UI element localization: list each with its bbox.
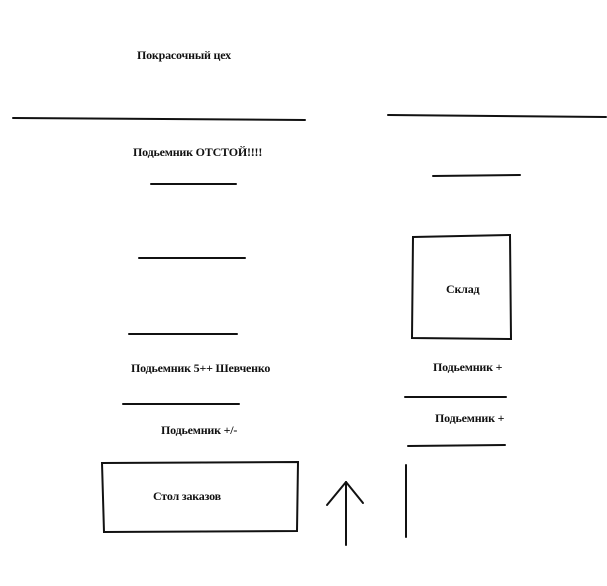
label-order-desk: Стол заказов [153,489,221,503]
arrow-up-icon [326,481,364,546]
label-lift-shevchenko: Подьемник 5++ Шевченко [131,361,271,375]
label-lift-plus-1: Подьемник + [433,360,503,374]
warehouse-box [410,233,513,341]
label-lift-bad: Подьемник ОТСТОЙ!!!! [133,145,263,159]
bay-line-right-3 [407,444,506,447]
bay-line-right-1 [432,174,521,177]
label-paint-shop: Покрасочный цех [137,48,231,62]
label-lift-plus-minus: Подьемник +/- [161,423,238,437]
order-desk-box [100,460,300,534]
wall-line-top-right [387,114,607,118]
wall-line-top-left [12,117,306,121]
label-lift-plus-2: Подьемник + [435,411,505,425]
label-warehouse: Склад [446,282,480,296]
